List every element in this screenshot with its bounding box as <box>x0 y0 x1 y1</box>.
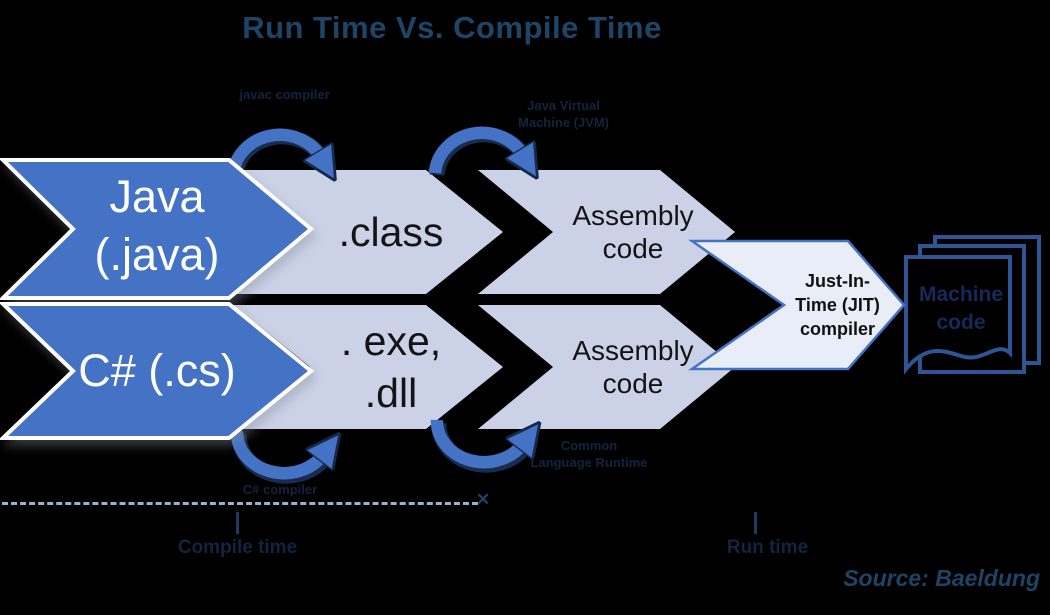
machine-line2: code <box>936 311 986 334</box>
assembly-line2: code <box>602 368 664 399</box>
assembly-line2: code <box>602 233 664 264</box>
java-class-band: .class <box>232 169 504 295</box>
chevron-shape <box>0 158 315 300</box>
csharp-assembly-label: Assembly code <box>549 304 717 430</box>
csharp-assembly-band: Assembly code <box>477 304 737 430</box>
java-line2: (.java) <box>94 229 220 280</box>
compile-time-label: Compile time <box>177 537 298 558</box>
clr-label: Common Language Runtime <box>524 437 654 471</box>
machine-code-document-icon: Machine code <box>901 233 1049 398</box>
compile-time-tick <box>236 512 239 534</box>
chevron-band-shape <box>233 170 503 294</box>
chevron-shape <box>688 239 906 371</box>
jvm-curved-arrow-icon <box>423 95 543 179</box>
timeline-dashed-line <box>2 502 478 505</box>
assembly-line1: Assembly <box>572 200 694 231</box>
jvm-line2: Machine (JVM) <box>517 115 609 130</box>
exe-line1: . exe, <box>340 318 442 364</box>
java-source-label: Java (.java) <box>62 168 252 284</box>
clr-curved-arrow-icon <box>423 412 543 496</box>
clr-line1: Common <box>560 438 618 453</box>
assembly-line1: Assembly <box>572 335 694 366</box>
jvm-line1: Java Virtual <box>527 98 600 113</box>
timeline-divider-x-icon: ✕ <box>476 490 491 509</box>
chevron-band-shape <box>233 305 503 429</box>
csharp-compiler-label: C# compiler <box>242 482 318 497</box>
java-assembly-band: Assembly code <box>477 169 737 295</box>
java-intermediate-label: .class <box>338 208 444 255</box>
java-line1: Java <box>109 171 205 222</box>
chevron-shape <box>0 302 315 440</box>
csharp-exe-band: . exe, .dll <box>232 304 504 430</box>
jvm-label: Java Virtual Machine (JVM) <box>506 97 621 131</box>
run-time-tick <box>754 512 757 534</box>
page-title: Run Time Vs. Compile Time <box>242 10 662 45</box>
csharp-source-chevron: C# (.cs) <box>0 300 318 442</box>
exe-line2: .dll <box>364 370 418 416</box>
javac-compiler-label: javac compiler <box>239 87 330 102</box>
csharp-intermediate-label: . exe, .dll <box>304 304 478 430</box>
chevron-band-shape <box>478 305 735 429</box>
jit-line2: Time (JIT) <box>795 294 880 315</box>
csharp-compiler-curved-arrow-icon <box>223 423 343 507</box>
jit-compiler-chevron: Just-In- Time (JIT) compiler <box>688 238 907 371</box>
clr-line2: Language Runtime <box>530 455 648 470</box>
machine-line1: Machine <box>918 283 1004 306</box>
chevron-band-shape <box>478 170 735 294</box>
machine-code-label: Machine code <box>909 281 1013 337</box>
jit-line1: Just-In- <box>805 270 870 291</box>
java-source-chevron: Java (.java) <box>0 156 318 302</box>
javac-curved-arrow-icon <box>221 97 341 181</box>
source-credit: Source: Baeldung <box>843 565 1040 591</box>
jit-line3: compiler <box>799 318 876 339</box>
java-assembly-label: Assembly code <box>549 169 717 295</box>
run-time-label: Run time <box>726 537 809 558</box>
jit-compiler-label: Just-In- Time (JIT) compiler <box>774 238 901 371</box>
csharp-source-label: C# (.cs) <box>78 345 236 396</box>
